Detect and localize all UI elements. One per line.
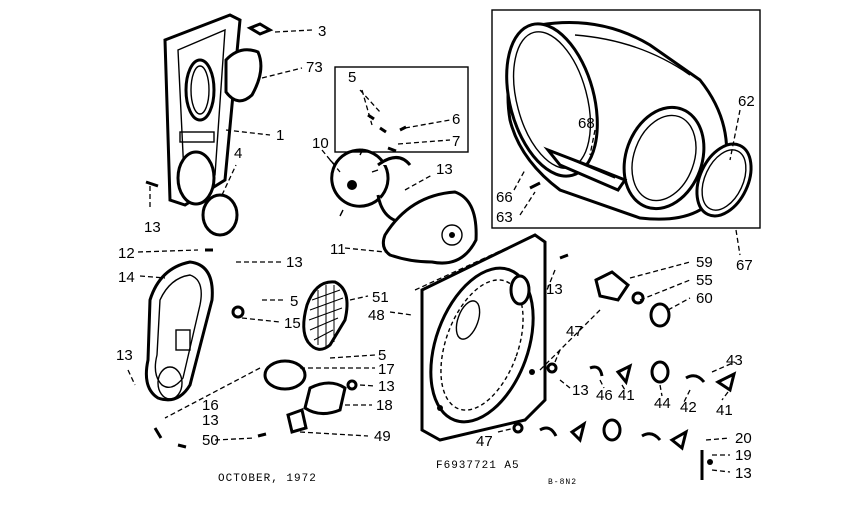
label-66: 66 xyxy=(496,189,513,206)
footer: OCTOBER, 1972 F6937721 A5 B-8N2 xyxy=(218,460,577,487)
label-19: 19 xyxy=(735,447,752,464)
drum-inset xyxy=(491,9,761,229)
part-labels: 3 73 1 4 13 5 6 7 10 13 11 68 62 66 63 6… xyxy=(116,23,755,482)
label-59: 59 xyxy=(696,254,713,271)
label-55: 55 xyxy=(696,272,713,289)
label-62: 62 xyxy=(738,93,755,110)
label-20: 20 xyxy=(735,430,752,447)
label-16: 16 xyxy=(202,397,219,414)
label-13-a: 13 xyxy=(144,219,161,236)
label-5-b: 5 xyxy=(290,293,298,310)
footer-code: F6937721 A5 xyxy=(436,460,520,472)
label-13-h: 13 xyxy=(572,382,589,399)
hardware-callout xyxy=(334,66,469,153)
lint-filter xyxy=(302,280,349,351)
label-17: 17 xyxy=(378,361,395,378)
label-42: 42 xyxy=(680,399,697,416)
label-50: 50 xyxy=(202,432,219,449)
label-7: 7 xyxy=(452,133,460,150)
label-47-a: 47 xyxy=(566,323,583,340)
label-13-e: 13 xyxy=(116,347,133,364)
label-13-i: 13 xyxy=(735,465,752,482)
label-41-a: 41 xyxy=(618,387,635,404)
motor-parts xyxy=(153,359,358,449)
label-43: 43 xyxy=(726,352,743,369)
label-51: 51 xyxy=(372,289,389,306)
front-panel xyxy=(420,233,547,442)
label-41-b: 41 xyxy=(716,402,733,419)
label-1: 1 xyxy=(276,127,284,144)
label-4: 4 xyxy=(234,145,242,162)
label-18: 18 xyxy=(376,397,393,414)
blower-assembly xyxy=(329,148,478,265)
right-parts xyxy=(512,253,737,480)
label-13-b: 13 xyxy=(436,161,453,178)
leader-lines xyxy=(127,29,741,473)
label-68: 68 xyxy=(578,115,595,132)
label-13-g: 13 xyxy=(202,412,219,429)
label-73: 73 xyxy=(306,59,323,76)
label-67: 67 xyxy=(736,257,753,274)
label-10: 10 xyxy=(312,135,329,152)
label-63: 63 xyxy=(496,209,513,226)
label-13-c: 13 xyxy=(286,254,303,271)
label-44: 44 xyxy=(654,395,671,412)
front-bulkhead-panel xyxy=(144,248,245,402)
label-48: 48 xyxy=(368,307,385,324)
label-49: 49 xyxy=(374,428,391,445)
label-13-d: 13 xyxy=(546,281,563,298)
label-11: 11 xyxy=(330,241,346,258)
label-12: 12 xyxy=(118,245,135,262)
label-14: 14 xyxy=(118,269,135,286)
footer-date: OCTOBER, 1972 xyxy=(218,473,317,485)
label-13-f: 13 xyxy=(378,378,395,395)
label-47-b: 47 xyxy=(476,433,493,450)
label-15: 15 xyxy=(284,315,301,332)
rear-bulkhead xyxy=(145,13,274,237)
label-6: 6 xyxy=(452,111,460,128)
footer-sheet: B-8N2 xyxy=(548,478,577,487)
label-3: 3 xyxy=(318,23,326,40)
label-5-a: 5 xyxy=(348,69,356,86)
label-46: 46 xyxy=(596,387,613,404)
label-5-c: 5 xyxy=(378,347,386,364)
label-60: 60 xyxy=(696,290,713,307)
